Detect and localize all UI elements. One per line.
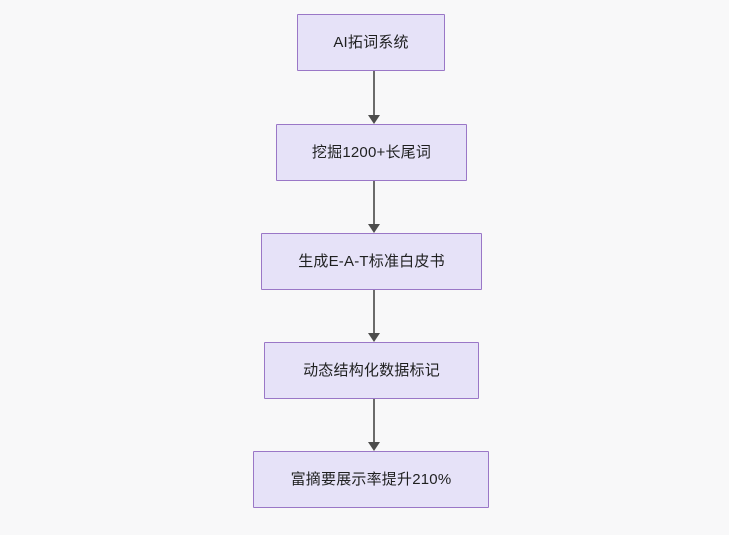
flowchart-node-rich-snippet-result[interactable]: 富摘要展示率提升210%	[253, 451, 489, 508]
flowchart-edge-1	[367, 71, 381, 124]
down-arrow-icon	[368, 442, 380, 451]
down-arrow-icon	[368, 115, 380, 124]
flowchart-node-longtail-keywords[interactable]: 挖掘1200+长尾词	[276, 124, 467, 181]
edge-line	[373, 399, 376, 443]
edge-line	[373, 71, 376, 116]
flowchart-node-label: 动态结构化数据标记	[303, 362, 440, 379]
flowchart-edge-3	[367, 290, 381, 342]
flowchart-node-label: 富摘要展示率提升210%	[290, 471, 452, 488]
flowchart-node-eat-whitepaper[interactable]: 生成E-A-T标准白皮书	[261, 233, 482, 290]
edge-line	[373, 181, 376, 225]
flowchart-node-label: AI拓词系统	[333, 34, 409, 51]
flowchart-edge-2	[367, 181, 381, 233]
flowchart-node-label: 挖掘1200+长尾词	[311, 144, 432, 161]
edge-line	[373, 290, 376, 334]
flowchart-node-structured-data-markup[interactable]: 动态结构化数据标记	[264, 342, 479, 399]
down-arrow-icon	[368, 224, 380, 233]
flowchart-node-ai-keyword-system[interactable]: AI拓词系统	[297, 14, 445, 71]
down-arrow-icon	[368, 333, 380, 342]
flowchart-edge-4	[367, 399, 381, 451]
flowchart-node-label: 生成E-A-T标准白皮书	[298, 253, 445, 270]
